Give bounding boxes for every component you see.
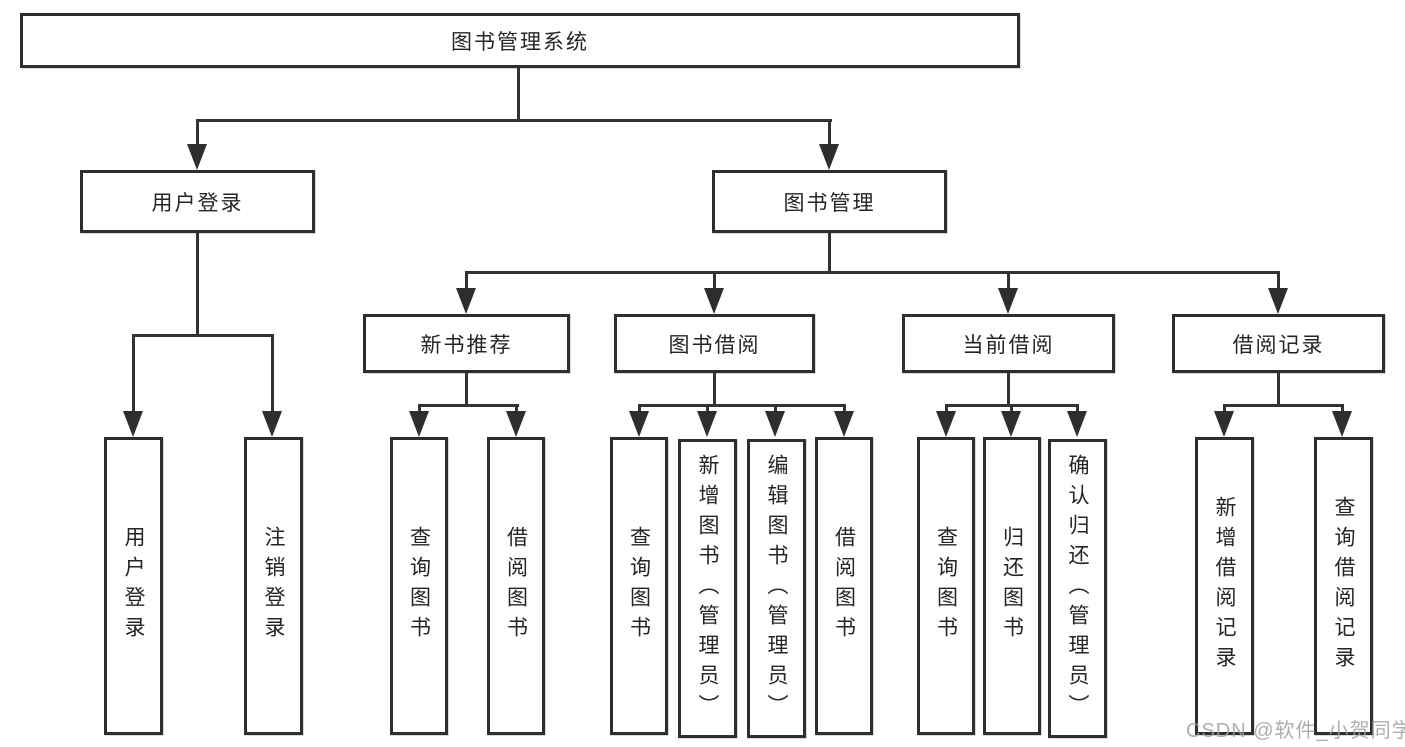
leaf-query-books-borrowing: 查询图书	[610, 437, 668, 735]
node-label: 用户登录	[122, 526, 145, 646]
connector-line	[271, 334, 274, 414]
leaf-query-borrow-record: 查询借阅记录	[1314, 437, 1373, 735]
node-user-login-branch: 用户登录	[80, 170, 315, 233]
node-label: 图书管理	[783, 191, 876, 215]
node-label: 图书管理系统	[451, 30, 589, 54]
arrowhead-icon	[998, 288, 1018, 314]
arrowhead-icon	[697, 411, 717, 437]
node-label: 查询图书	[627, 526, 651, 646]
node-root-library-management-system: 图书管理系统	[20, 13, 1020, 68]
leaf-query-books-current: 查询图书	[917, 437, 975, 735]
connector-line	[828, 119, 831, 147]
arrowhead-icon	[262, 411, 282, 437]
arrowhead-icon	[409, 411, 429, 437]
connector-line	[418, 404, 421, 414]
connector-line	[517, 68, 520, 121]
connector-line	[132, 334, 135, 414]
node-label: 新增图书（管理员）	[696, 453, 719, 724]
node-label: 新书推荐	[420, 333, 513, 357]
arrowhead-icon	[123, 411, 143, 437]
connector-line	[638, 404, 641, 414]
node-label: 归还图书	[1000, 526, 1024, 646]
leaf-logout: 注销登录	[244, 437, 303, 735]
connector-line	[828, 233, 831, 274]
connector-line	[843, 404, 846, 414]
node-book-borrowing: 图书借阅	[614, 314, 815, 373]
arrowhead-icon	[819, 144, 839, 170]
node-label: 查询图书	[934, 526, 958, 646]
connector-line	[132, 334, 274, 337]
connector-line	[465, 373, 468, 407]
connector-line	[945, 404, 948, 414]
leaf-confirm-return-admin: 确认归还（管理员）	[1048, 439, 1107, 738]
node-book-management-branch: 图书管理	[712, 170, 947, 233]
arrowhead-icon	[1214, 411, 1234, 437]
arrowhead-icon	[1332, 411, 1352, 437]
leaf-user-login: 用户登录	[104, 437, 163, 735]
connector-line	[1277, 271, 1280, 293]
connector-line	[1076, 404, 1079, 414]
node-label: 注销登录	[262, 526, 285, 646]
node-label: 当前借阅	[962, 333, 1055, 357]
leaf-edit-book-admin: 编辑图书（管理员）	[747, 439, 806, 738]
node-label: 查询图书	[407, 526, 431, 646]
node-borrowing-records: 借阅记录	[1172, 314, 1385, 373]
connector-line	[1007, 271, 1010, 293]
arrowhead-icon	[765, 411, 785, 437]
connector-line	[196, 119, 199, 147]
connector-line	[1010, 404, 1013, 414]
connector-line	[706, 404, 709, 414]
arrowhead-icon	[1268, 288, 1288, 314]
node-label: 用户登录	[151, 191, 244, 215]
connector-line	[713, 271, 716, 293]
arrowhead-icon	[1067, 411, 1087, 437]
connector-line	[638, 404, 846, 407]
arrowhead-icon	[704, 288, 724, 314]
connector-line	[1223, 404, 1226, 414]
leaf-return-books: 归还图书	[983, 437, 1041, 735]
csdn-watermark: CSDN @软件_小贺同学	[1186, 720, 1405, 742]
connector-line	[465, 271, 468, 293]
connector-line	[418, 404, 519, 407]
arrowhead-icon	[456, 288, 476, 314]
leaf-add-borrow-record: 新增借阅记录	[1195, 437, 1254, 735]
connector-line	[713, 373, 716, 407]
connector-line	[1341, 404, 1344, 414]
node-new-book-recommendation: 新书推荐	[363, 314, 570, 373]
arrowhead-icon	[1001, 411, 1021, 437]
node-label: 借阅图书	[504, 526, 528, 646]
connector-line	[196, 119, 832, 122]
arrowhead-icon	[834, 411, 854, 437]
connector-line	[515, 404, 518, 414]
connector-line	[196, 233, 199, 337]
arrowhead-icon	[936, 411, 956, 437]
connector-line	[774, 404, 777, 414]
connector-line	[465, 271, 1280, 274]
connector-line	[1223, 404, 1344, 407]
node-label: 借阅记录	[1232, 333, 1325, 357]
arrowhead-icon	[187, 144, 207, 170]
leaf-borrow-books-borrowing: 借阅图书	[815, 437, 873, 735]
arrowhead-icon	[629, 411, 649, 437]
leaf-borrow-books-recommend: 借阅图书	[487, 437, 545, 735]
connector-line	[1007, 373, 1010, 407]
node-current-borrowing: 当前借阅	[902, 314, 1115, 373]
node-label: 查询借阅记录	[1332, 496, 1355, 676]
node-label: 确认归还（管理员）	[1066, 453, 1089, 724]
node-label: 编辑图书（管理员）	[765, 453, 788, 724]
node-label: 借阅图书	[832, 526, 856, 646]
leaf-query-books-recommend: 查询图书	[390, 437, 448, 735]
connector-line	[1277, 373, 1280, 407]
arrowhead-icon	[506, 411, 526, 437]
node-label: 新增借阅记录	[1213, 496, 1236, 676]
leaf-add-book-admin: 新增图书（管理员）	[678, 439, 737, 738]
node-label: 图书借阅	[668, 333, 761, 357]
